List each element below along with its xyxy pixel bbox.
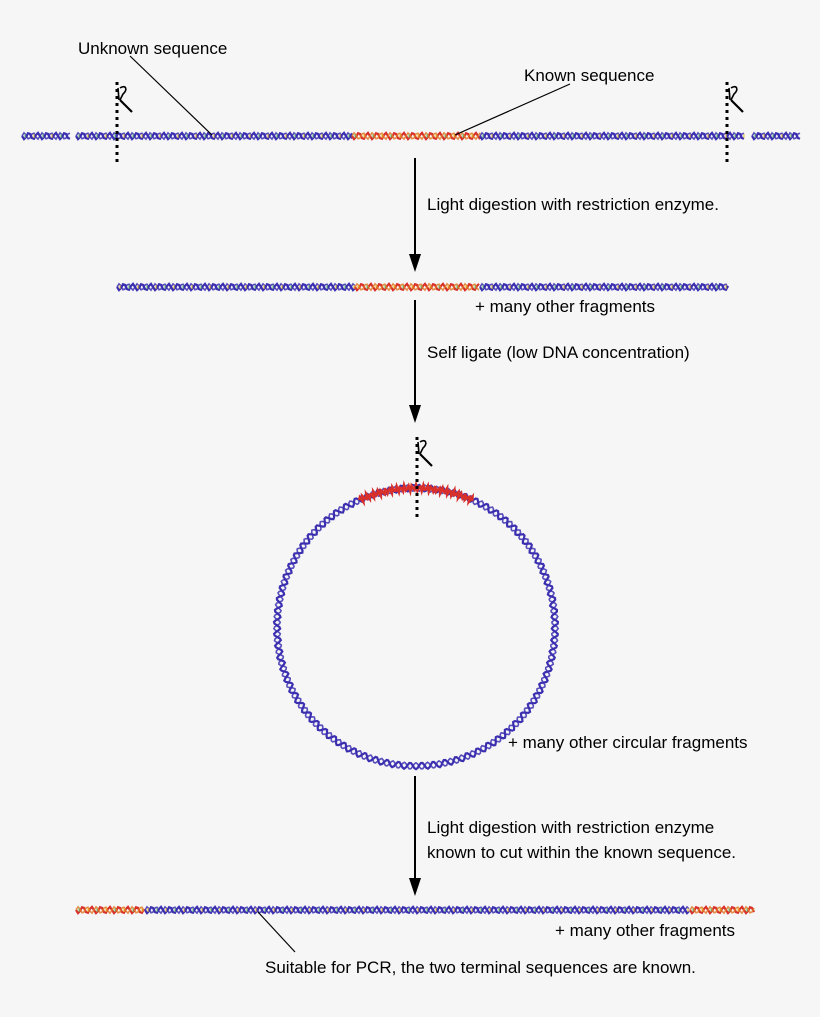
cut-fragment [116,282,729,292]
fragments2-label: + many other fragments [555,921,736,940]
fragments1-label: + many other fragments [475,297,656,316]
arrow-down-icon [409,300,421,423]
step2-label: Self ligate (low DNA concentration) [427,343,690,362]
step3-line1-label: Light digestion with restriction enzyme [427,818,715,837]
dna-fragment-right-end [751,131,801,141]
arrow-down-icon [409,776,421,896]
unknown-sequence-pointer [129,55,213,136]
genomic-dna-strand [75,131,745,141]
result-pointer [257,911,296,953]
result-label: Suitable for PCR, the two terminal seque… [265,958,696,977]
scissors-icon [417,439,433,467]
dna-fragment-left-end [21,131,71,141]
circular-dna [272,479,560,771]
linearized-fragment [75,905,755,915]
arrow-down-icon [409,158,421,272]
scissors-icon [728,85,744,113]
unknown-sequence-label: Unknown sequence [78,39,228,58]
circular-fragments-label: + many other circular fragments [508,733,748,752]
step1-label: Light digestion with restriction enzyme. [427,195,719,214]
scissors-icon [117,85,133,113]
step3-line2-label: known to cut within the known sequence. [427,843,737,862]
known-sequence-label: Known sequence [524,66,655,85]
known-sequence-pointer [454,83,571,136]
